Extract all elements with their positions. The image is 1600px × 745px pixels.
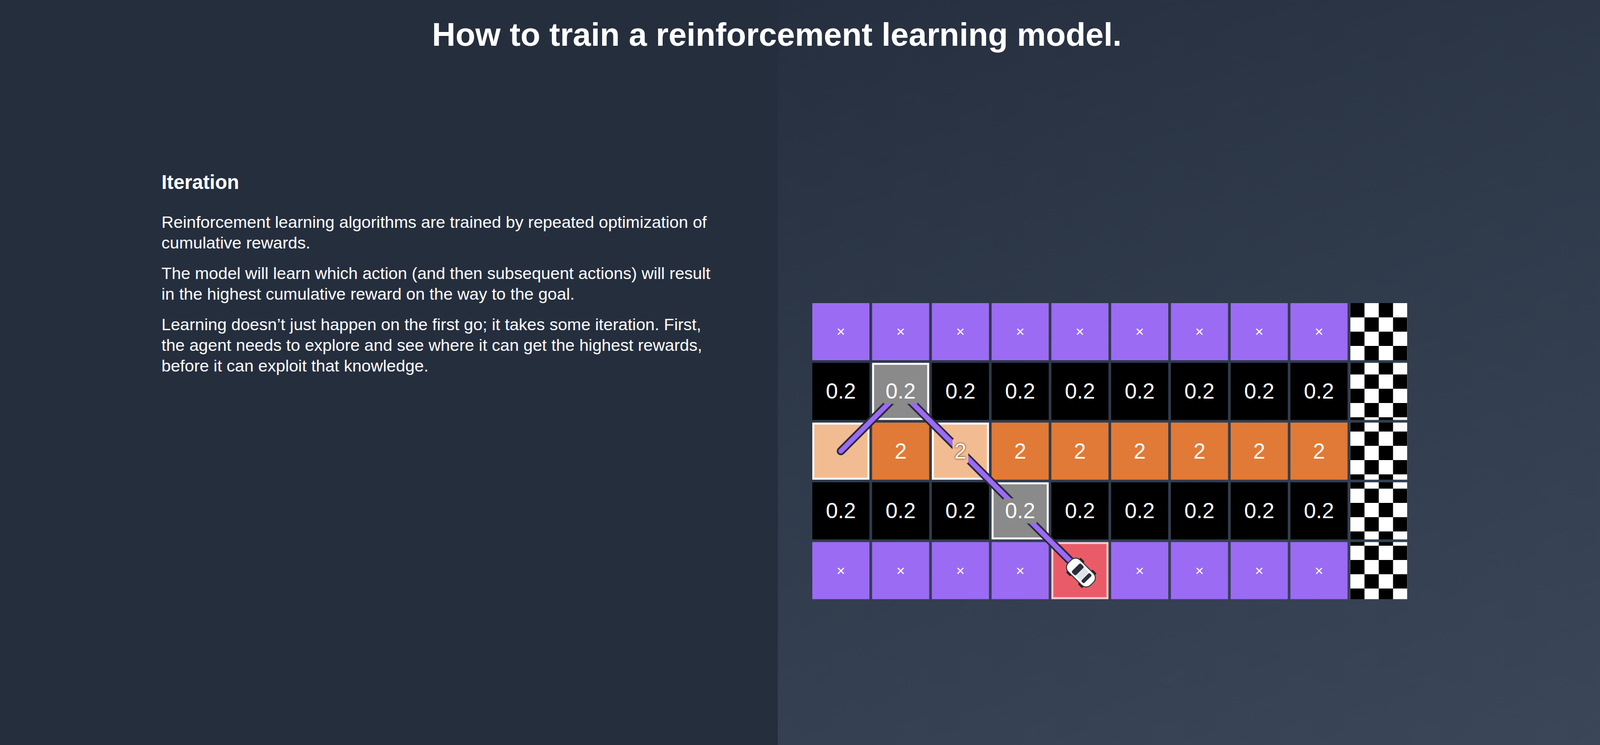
- grid-cell: [991, 303, 1049, 361]
- grid-cell: [931, 482, 990, 540]
- cell-value: 2: [892, 439, 909, 465]
- cell-value: ×: [1013, 562, 1027, 580]
- grid-cell: [1290, 362, 1348, 420]
- grid-cell: [1170, 362, 1228, 420]
- grid-cell: [1170, 422, 1228, 480]
- cell-value: ×: [954, 323, 967, 341]
- grid-cell: [1170, 542, 1228, 600]
- grid-cell: [1111, 303, 1169, 361]
- grid-cell: [1051, 482, 1109, 540]
- cell-value: ×: [1252, 323, 1266, 341]
- grid-cell: [1230, 542, 1288, 600]
- grid-cell: [931, 303, 990, 361]
- cell-value: 0.2: [883, 498, 918, 524]
- cell-value: 0.2: [1003, 379, 1038, 405]
- cell-value: 0.2: [823, 498, 858, 524]
- grid-cell: [871, 482, 929, 540]
- cell-value: 2: [1131, 439, 1148, 465]
- cell-value: ×: [1312, 323, 1326, 341]
- cell-value: 0.2: [1302, 379, 1337, 405]
- grid-cell: [812, 542, 870, 600]
- grid-cell: [1111, 362, 1169, 420]
- cell-value: 0.2: [1003, 498, 1038, 524]
- grid-cell: [812, 482, 870, 540]
- grid-cell: [1230, 362, 1288, 420]
- finish-cell: [1350, 362, 1408, 420]
- cell-value: ×: [1013, 323, 1027, 341]
- cell-value: ×: [1312, 562, 1326, 580]
- finish-cell: [1350, 303, 1408, 361]
- cell-value: ×: [834, 562, 848, 580]
- grid-cell: [1290, 542, 1348, 600]
- cell-value: 2: [1191, 439, 1208, 465]
- grid-cell: [1111, 422, 1169, 480]
- grid-cell: [991, 362, 1049, 420]
- cell-value: ×: [894, 562, 908, 580]
- body-paragraph: Reinforcement learning algorithms are tr…: [161, 211, 718, 254]
- cell-value: 0.2: [1302, 498, 1337, 524]
- grid-cell: [1051, 422, 1109, 480]
- grid-cell: [991, 422, 1049, 480]
- cell-value: ×: [1073, 323, 1087, 341]
- cell-value: ×: [1193, 323, 1207, 341]
- grid-cell: [1111, 542, 1169, 600]
- path-outline: [840, 391, 1081, 571]
- cell-value: 0.2: [1242, 379, 1277, 405]
- cell-value: 2: [1251, 439, 1268, 465]
- finish-cell: [1350, 422, 1408, 480]
- cell-value: ×: [894, 323, 908, 341]
- cell-value: ×: [1133, 562, 1147, 580]
- grid-cell: [871, 303, 929, 361]
- cell-value: 2: [1012, 439, 1028, 465]
- grid-cell: [812, 303, 870, 361]
- cell-value: 0.2: [823, 379, 858, 405]
- grid-cell: [1170, 303, 1228, 361]
- slide-title: How to train a reinforcement learning mo…: [0, 14, 1554, 55]
- grid-cell: [931, 362, 990, 420]
- cell-value: 0.2: [1062, 498, 1097, 524]
- cell-value: 0.2: [943, 379, 978, 405]
- grid-cell: [1230, 303, 1288, 361]
- cell-value: 0.2: [1122, 379, 1157, 405]
- body-paragraph: Learning doesn’t just happen on the firs…: [161, 314, 718, 377]
- cell-value: 2: [952, 439, 969, 465]
- cell-value: 0.2: [1122, 498, 1157, 524]
- grid-cell: [1290, 482, 1348, 540]
- car-icon: [1062, 554, 1100, 592]
- finish-cell: [1350, 542, 1408, 600]
- cell-value: 2: [1071, 439, 1088, 465]
- cell-value: 0.2: [1182, 498, 1217, 524]
- cell-value: 0.2: [1182, 379, 1217, 405]
- grid-cell: [871, 542, 929, 600]
- grid-cell: [991, 542, 1049, 600]
- section-heading: Iteration: [161, 170, 718, 194]
- finish-cell: [1350, 482, 1408, 540]
- cell-value: ×: [1193, 562, 1207, 580]
- grid-cell: [1290, 422, 1348, 480]
- grid-cell: [1051, 303, 1109, 361]
- grid-cell: [1230, 482, 1288, 540]
- grid-cell: [812, 362, 870, 420]
- cell-value: 0.2: [883, 379, 918, 405]
- cell-value: ×: [834, 323, 848, 341]
- agent-path: [840, 391, 1081, 571]
- grid-cell: [1230, 422, 1288, 480]
- grid-cell: [1111, 482, 1169, 540]
- cell-value: 2: [1311, 439, 1327, 465]
- text-column: IterationReinforcement learning algorith…: [161, 170, 718, 386]
- cell-value: ×: [954, 562, 967, 580]
- grid-cell: [1051, 362, 1109, 420]
- grid-cell: [1170, 482, 1228, 540]
- cell-value: 0.2: [943, 498, 978, 524]
- grid-cell: [931, 542, 990, 600]
- body-paragraph: The model will learn which action (and t…: [161, 262, 718, 305]
- cell-value: 0.2: [1242, 498, 1277, 524]
- grid-cell: [1290, 303, 1348, 361]
- cell-value: ×: [1252, 562, 1266, 580]
- cell-value: 0.2: [1062, 379, 1097, 405]
- cell-value: ×: [1133, 323, 1147, 341]
- grid-cell: [871, 422, 929, 480]
